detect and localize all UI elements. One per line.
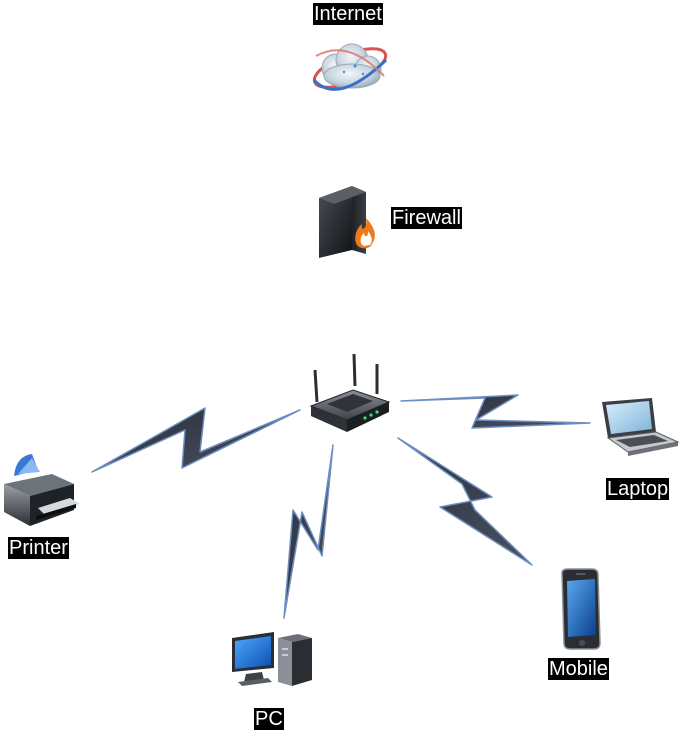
cloud-globe-icon xyxy=(312,43,388,91)
mobile-phone-icon xyxy=(561,568,601,650)
internet-label: Internet xyxy=(313,3,383,25)
laptop-icon xyxy=(602,398,680,456)
printer-icon xyxy=(4,454,80,526)
firewall-icon xyxy=(319,186,375,258)
pc-label: PC xyxy=(254,708,284,730)
link-router-laptop xyxy=(400,394,591,429)
laptop-label: Laptop xyxy=(606,478,670,500)
mobile-label: Mobile xyxy=(548,658,609,680)
link-router-mobile xyxy=(397,437,533,566)
link-router-printer xyxy=(91,407,301,473)
firewall-label: Firewall xyxy=(391,207,462,229)
desktop-pc-icon xyxy=(232,632,312,686)
printer-label: Printer xyxy=(8,537,69,559)
wireless-router-icon xyxy=(309,353,391,432)
link-router-pc xyxy=(283,444,334,619)
